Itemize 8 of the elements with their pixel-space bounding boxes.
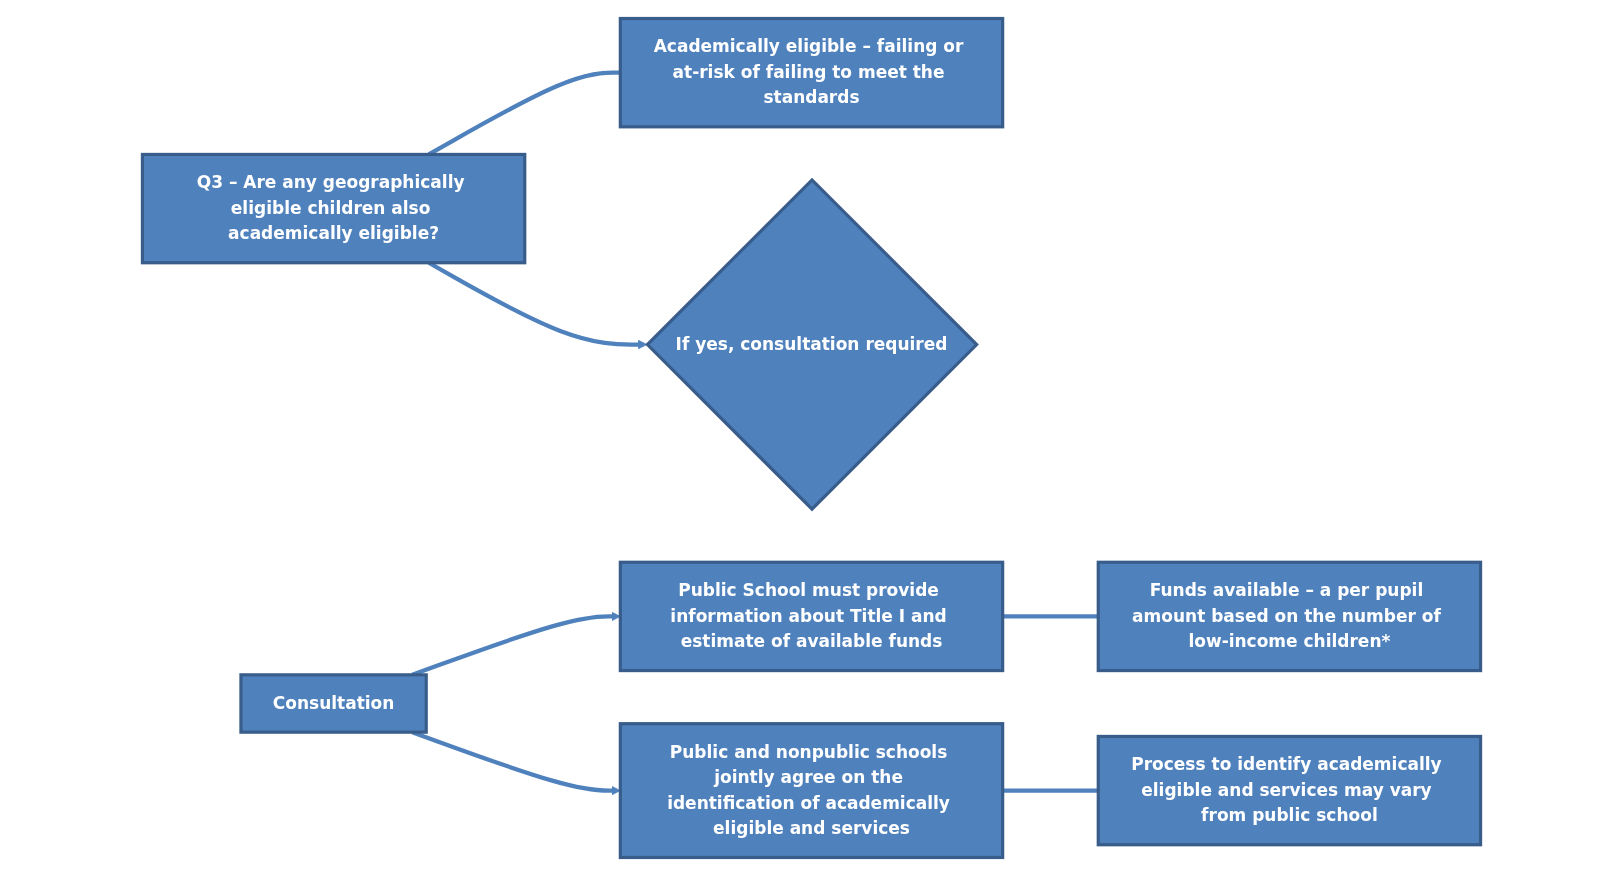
node-box: Q3 – Are any geographically eligible children also academically eligible? bbox=[140, 152, 527, 265]
node-box: Funds available – a per pupil amount based on the number of low-income children* bbox=[1096, 560, 1483, 673]
node-diamond: If yes, consultation required bbox=[645, 177, 979, 512]
node-box: Process to identify academically eligible and services may vary from public school bbox=[1096, 734, 1483, 847]
node-box: Public School must provide information about Title I and estimate of available funds bbox=[618, 560, 1005, 673]
node-box: Consultation bbox=[239, 673, 428, 734]
node-box: Public and nonpublic schools jointly agree on the identification of academically eligible and services bbox=[618, 722, 1005, 860]
node-box: Academically eligible – failing or at-risk of failing to meet the standards bbox=[618, 16, 1005, 129]
